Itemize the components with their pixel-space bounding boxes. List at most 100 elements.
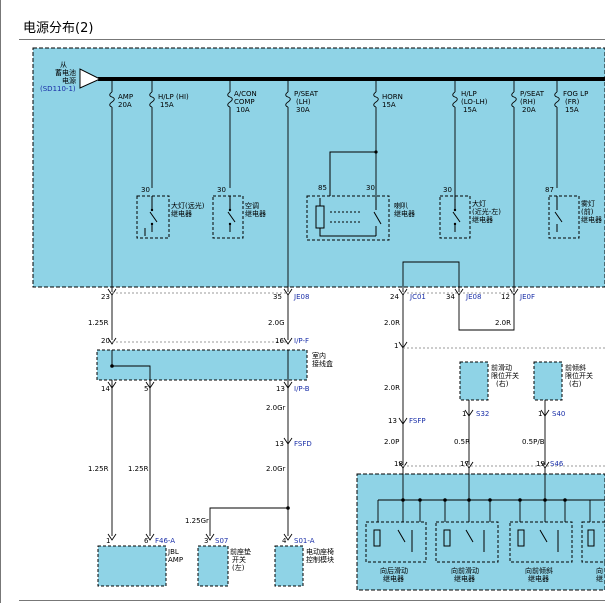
jbl-amp-box [97, 545, 167, 587]
relay-partial-label1: 向 [596, 566, 603, 575]
relay-hlp-hi-label1: 大灯(远光) [171, 201, 205, 210]
source-label-power: 电源 [62, 76, 76, 85]
junction-box-label1: 室内 [312, 351, 326, 360]
seat-relay-rearward [365, 521, 427, 563]
seat-switch-label2: 开关 [232, 555, 246, 564]
conn-1-b: 1 [462, 410, 466, 418]
relay-forward-label1: 向前滑动 [451, 566, 479, 575]
fuse-horn-name: HORN [382, 93, 403, 101]
junction-splice [110, 364, 114, 368]
seat-switch-label3: (左) [232, 563, 245, 572]
front-tilt-limit-switch [533, 361, 563, 401]
wire-label-125r-b: 1.25R [88, 465, 109, 473]
relay-horn-pin-a: 85 [318, 184, 327, 192]
relay-tilt-forward-label2: 继电器 [528, 574, 549, 583]
wires-right-branch [398, 295, 605, 469]
relay-fog-label3: 继电器 [581, 215, 602, 224]
conn-s46: S46 [550, 460, 564, 468]
conn-f46a: F46-A [155, 537, 175, 545]
relay-hlp-lo-label2: (近光-左) [472, 207, 501, 216]
source-label-from: 从 [60, 61, 67, 69]
title-divider [19, 39, 605, 40]
fuse-hlp-hi-name: H/LP (HI) [158, 93, 189, 101]
source-arrow [79, 68, 102, 89]
conn-ipf: I/P-F [294, 337, 309, 345]
fuse-hlp-lo-name2: (LO-LH) [461, 98, 488, 106]
fuse-pseat-rh-name1: P/SEAT [520, 90, 545, 98]
wire-label-20gr: 2.0Gr [266, 404, 286, 412]
relay-horn-pin-b: 30 [366, 184, 375, 192]
wire-label-20r-c: 2.0R [384, 384, 400, 392]
relay-hlp-hi-label2: 继电器 [171, 209, 192, 218]
relay-fog-label1: 雾灯 [581, 199, 595, 208]
conn-13-c: 13 [388, 417, 397, 425]
relay-acon [212, 195, 244, 239]
relay-fog [548, 195, 580, 239]
relay-horn-label2: 继电器 [394, 209, 415, 218]
conn-20: 20 [101, 337, 110, 345]
fuse-horn-rating: 15A [382, 101, 396, 109]
relay-hlp-lo [439, 195, 471, 239]
seat-relay-tilt-forward [509, 521, 573, 563]
fuse-acon-name1: A/CON [234, 90, 257, 98]
fuse-acon-name2: COMP [234, 98, 255, 106]
conn-24: 24 [390, 293, 399, 301]
relay-horn [306, 150, 390, 241]
wire-label-05pb: 0.5P/B [522, 438, 545, 446]
fuse-pseat-lh-name2: (LH) [296, 98, 311, 106]
source-label-battery: 蓄电池 [55, 68, 76, 77]
bottom-divider [19, 600, 605, 601]
seat-switch-label1: 前座垫 [230, 547, 251, 556]
wire-label-20r-b: 2.0R [495, 319, 511, 327]
front-tilt-limit-label3: (右) [569, 379, 582, 388]
fuse-pseat-lh-name1: P/SEAT [294, 90, 319, 98]
seat-module-box [274, 545, 304, 587]
junction-box [96, 349, 308, 381]
conn-s07: S07 [215, 537, 228, 545]
fuse-foglp-name2: (FR) [565, 98, 580, 106]
conn-s32: S32 [476, 410, 489, 418]
wire-label-20p: 2.0P [384, 438, 399, 446]
conn-13-b: 13 [275, 440, 284, 448]
source-ref: (SD110-1) [40, 85, 76, 93]
conn-13: 13 [276, 385, 285, 393]
relay-acon-label2: 继电器 [245, 209, 266, 218]
relay-rearward-label2: 继电器 [383, 574, 404, 583]
conn-1-c: 1 [538, 410, 542, 418]
relay-hlp-hi [136, 195, 170, 239]
relay-hlp-hi-pin: 30 [141, 186, 150, 194]
conn-35: 35 [273, 293, 282, 301]
relay-fog-label2: (前) [581, 207, 594, 216]
conn-19: 19 [536, 460, 545, 468]
seat-relay-partial [581, 521, 605, 563]
fuse-pseat-rh-rating: 20A [522, 106, 536, 114]
relay-acon-pin: 30 [217, 186, 226, 194]
page-title: 电源分布(2) [23, 21, 94, 36]
relay-hlp-lo-label3: 继电器 [472, 215, 493, 224]
fuse-pseat-lh-rating: 30A [296, 106, 310, 114]
fuse-pseat-rh-name2: (RH) [520, 98, 536, 106]
fuse-amp-name: AMP [118, 93, 133, 101]
seat-relay-forward [435, 521, 499, 563]
conn-34: 34 [446, 293, 455, 301]
conn-je08: JE08 [293, 293, 309, 301]
conn-4: 4 [282, 537, 287, 545]
conn-16: 16 [275, 337, 284, 345]
connector-row-top [107, 288, 519, 296]
conn-17: 17 [460, 460, 469, 468]
conn-je0f: JE0F [519, 293, 535, 301]
front-tilt-limit-label2: 限位开关 [565, 371, 593, 380]
front-tilt-limit-label1: 前倾斜 [565, 363, 586, 372]
seat-module-label2: 控制模块 [306, 555, 334, 564]
wire-label-125r-c: 1.25R [128, 465, 149, 473]
wire-label-20gr-b: 2.0Gr [266, 465, 286, 473]
conn-6: 6 [144, 537, 149, 545]
junction-internal [111, 350, 289, 380]
seat-switch-box [197, 545, 229, 587]
conn-fsfp: FSFP [409, 417, 426, 425]
jbl-amp-label2: AMP [168, 556, 183, 564]
power-bus-bar [98, 77, 605, 81]
relay-forward-label2: 继电器 [454, 574, 475, 583]
